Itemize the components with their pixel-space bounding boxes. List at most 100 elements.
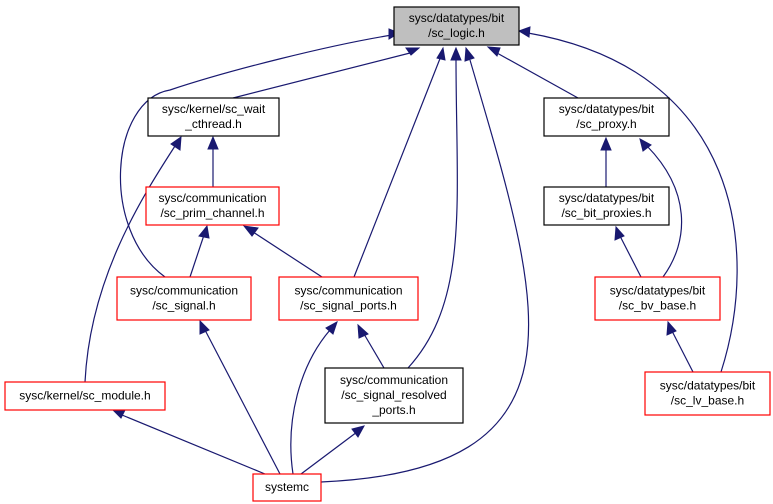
edge-line xyxy=(290,329,331,475)
node-box xyxy=(594,276,721,321)
node-label-line: sysc/communication xyxy=(340,373,448,387)
node-box xyxy=(543,186,670,226)
node-label-line: sysc/datatypes/bit xyxy=(610,284,706,298)
node-sc-logic[interactable]: sysc/datatypes/bit/sc_logic.h xyxy=(393,6,520,46)
edge-sc_prim_channel-to-sc_wait_cthread xyxy=(207,135,219,187)
node-label-line: sysc/datatypes/bit xyxy=(660,379,756,393)
arrowhead xyxy=(517,26,531,38)
edge-line xyxy=(300,431,358,475)
node-label-line: sysc/communication xyxy=(294,284,402,298)
node-label-line: /sc_signal_resolved xyxy=(341,388,446,402)
node-box xyxy=(116,276,252,321)
node-label-line: /sc_bv_base.h xyxy=(619,299,696,313)
edge-systemc-to-sc_module xyxy=(111,409,266,475)
edge-line xyxy=(204,329,281,475)
node-systemc[interactable]: systemc xyxy=(252,473,322,502)
node-sc-wait-cthread[interactable]: sysc/kernel/sc_wait_cthread.h xyxy=(147,97,280,137)
edge-systemc-to-sc_signal_ports xyxy=(290,320,338,475)
edge-line xyxy=(646,145,683,278)
edge-line xyxy=(363,333,385,369)
arrowhead xyxy=(199,319,210,335)
edge-line xyxy=(121,414,266,475)
arrowhead xyxy=(486,46,501,57)
edge-sc_bit_proxies-to-sc_proxy xyxy=(600,136,612,187)
arrowhead xyxy=(111,409,126,419)
edge-sc_module-to-sc_wait_cthread xyxy=(84,135,182,383)
arrowhead xyxy=(198,224,210,239)
node-box xyxy=(278,276,419,321)
arrowhead xyxy=(600,136,612,151)
node-box xyxy=(252,473,322,502)
node-label-line: sysc/datatypes/bit xyxy=(559,191,655,205)
node-box xyxy=(145,186,280,226)
edge-sc_proxy-to-sc_logic xyxy=(486,46,579,99)
edge-line xyxy=(119,34,393,278)
arrowhead xyxy=(639,138,652,152)
arrowhead xyxy=(614,225,625,241)
node-box xyxy=(543,97,670,137)
edge-line xyxy=(189,234,205,278)
node-label-line: sysc/communication xyxy=(158,191,266,205)
node-box xyxy=(393,6,520,46)
edge-line xyxy=(619,235,642,278)
node-box xyxy=(324,367,464,424)
node-box xyxy=(644,371,771,416)
node-sc-prim-channel[interactable]: sysc/communication/sc_prim_channel.h xyxy=(145,186,280,226)
arrowhead xyxy=(207,135,219,150)
arrowhead xyxy=(325,320,338,335)
nodes-layer: sysc/datatypes/bit/sc_logic.h sysc/kernel… xyxy=(4,6,771,502)
node-label-line: /sc_prim_channel.h xyxy=(160,206,264,220)
edge-sc_bv_base-to-sc_proxy xyxy=(639,138,683,278)
node-label-line: sysc/kernel/sc_wait xyxy=(162,102,266,116)
edges-layer xyxy=(84,26,738,483)
edge-line xyxy=(496,52,579,99)
arrowhead xyxy=(666,320,677,336)
node-label-line: /sc_signal_ports.h xyxy=(300,299,397,313)
arrowhead xyxy=(351,425,365,438)
node-label-line: sysc/datatypes/bit xyxy=(559,102,655,116)
node-label-line: sysc/kernel/sc_module.h xyxy=(19,389,150,403)
edge-sc_wait_cthread-to-sc_logic xyxy=(232,47,421,99)
edge-sc_signal_ports-to-sc_prim_channel xyxy=(242,225,323,278)
edge-line xyxy=(527,32,738,373)
edge-sc_bv_base-to-sc_bit_proxies xyxy=(614,225,642,278)
node-sc-signal[interactable]: sysc/communication/sc_signal.h xyxy=(116,276,252,321)
node-label-line: /sc_lv_base.h xyxy=(671,394,744,408)
edge-sc_signal_ports-to-sc_logic xyxy=(353,46,446,278)
edge-line xyxy=(671,330,694,373)
edge-sc_signal_resolved_ports-to-sc_logic xyxy=(407,46,462,369)
node-label-line: sysc/datatypes/bit xyxy=(409,11,505,25)
arrowhead xyxy=(242,225,259,237)
node-sc-proxy[interactable]: sysc/datatypes/bit/sc_proxy.h xyxy=(543,97,670,137)
node-sc-bit-proxies[interactable]: sysc/datatypes/bit/sc_bit_proxies.h xyxy=(543,186,670,226)
arrowhead xyxy=(357,323,369,339)
arrowhead xyxy=(464,46,475,62)
edge-sc_signal_resolved_ports-to-sc_signal_ports xyxy=(357,323,385,369)
node-sc-lv-base[interactable]: sysc/datatypes/bit/sc_lv_base.h xyxy=(644,371,771,416)
node-label-line: _ports.h xyxy=(371,403,415,417)
node-box xyxy=(147,97,280,137)
node-label-line: /sc_signal.h xyxy=(152,299,215,313)
node-label-line: _cthread.h xyxy=(184,117,242,131)
edge-sc_lv_base-to-sc_bv_base xyxy=(666,320,694,373)
arrowhead xyxy=(450,46,462,61)
node-label-line: systemc xyxy=(265,480,309,494)
edge-line xyxy=(84,145,176,383)
arrowhead xyxy=(170,135,182,151)
node-sc-signal-ports[interactable]: sysc/communication/sc_signal_ports.h xyxy=(278,276,419,321)
arrowhead xyxy=(405,47,421,56)
node-box xyxy=(4,381,166,411)
node-sc-signal-resolved-ports[interactable]: sysc/communication/sc_signal_resolved_po… xyxy=(324,367,464,424)
node-label-line: /sc_logic.h xyxy=(428,26,485,40)
edge-systemc-to-sc_logic xyxy=(320,46,530,483)
node-label-line: sysc/communication xyxy=(130,284,238,298)
edge-line xyxy=(252,231,323,278)
node-sc-bv-base[interactable]: sysc/datatypes/bit/sc_bv_base.h xyxy=(594,276,721,321)
node-label-line: /sc_proxy.h xyxy=(576,117,636,131)
edge-systemc-to-sc_signal xyxy=(199,319,281,475)
node-sc-module[interactable]: sysc/kernel/sc_module.h xyxy=(4,381,166,411)
edge-systemc-to-sc_signal_resolved_ports xyxy=(300,425,365,475)
edge-sc_lv_base-to-sc_logic xyxy=(517,26,738,373)
node-label-line: /sc_bit_proxies.h xyxy=(561,206,651,220)
